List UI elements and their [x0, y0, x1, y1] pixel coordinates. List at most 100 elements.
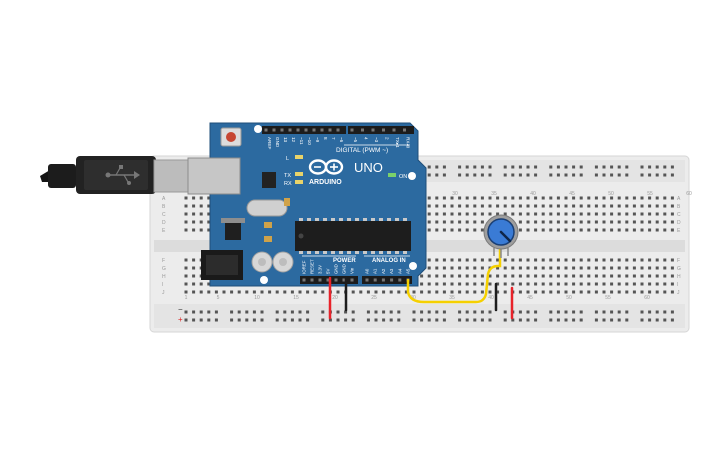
breadboard-hole[interactable] — [192, 290, 196, 294]
header-pin[interactable] — [310, 278, 314, 282]
breadboard-hole[interactable] — [587, 196, 591, 200]
breadboard-hole[interactable] — [192, 266, 196, 270]
breadboard-hole[interactable] — [480, 196, 484, 200]
rail-hole[interactable] — [465, 310, 469, 314]
breadboard-hole[interactable] — [579, 220, 583, 224]
breadboard-hole[interactable] — [594, 204, 598, 208]
rail-hole[interactable] — [579, 310, 583, 314]
breadboard-hole[interactable] — [572, 228, 576, 232]
breadboard-hole[interactable] — [587, 258, 591, 262]
rail-hole[interactable] — [290, 318, 294, 322]
breadboard-hole[interactable] — [518, 204, 522, 208]
breadboard-hole[interactable] — [655, 274, 659, 278]
rail-hole[interactable] — [207, 318, 211, 322]
breadboard-hole[interactable] — [648, 204, 652, 208]
rail-hole[interactable] — [465, 318, 469, 322]
rail-hole[interactable] — [435, 173, 439, 177]
breadboard-hole[interactable] — [572, 282, 576, 286]
rail-hole[interactable] — [374, 318, 378, 322]
header-pin[interactable] — [371, 128, 375, 132]
rail-hole[interactable] — [518, 310, 522, 314]
breadboard-hole[interactable] — [663, 204, 667, 208]
breadboard-hole[interactable] — [496, 282, 500, 286]
breadboard-hole[interactable] — [473, 204, 477, 208]
breadboard-hole[interactable] — [442, 212, 446, 216]
breadboard-hole[interactable] — [541, 282, 545, 286]
breadboard-hole[interactable] — [594, 196, 598, 200]
rail-hole[interactable] — [336, 318, 340, 322]
breadboard-hole[interactable] — [435, 290, 439, 294]
rail-hole[interactable] — [670, 173, 674, 177]
breadboard-hole[interactable] — [184, 196, 188, 200]
breadboard-hole[interactable] — [534, 220, 538, 224]
rail-hole[interactable] — [321, 310, 325, 314]
breadboard-hole[interactable] — [632, 274, 636, 278]
breadboard-hole[interactable] — [458, 282, 462, 286]
breadboard-hole[interactable] — [625, 290, 629, 294]
breadboard-hole[interactable] — [526, 212, 530, 216]
breadboard-hole[interactable] — [594, 258, 598, 262]
breadboard-hole[interactable] — [610, 282, 614, 286]
rail-hole[interactable] — [648, 173, 652, 177]
breadboard-hole[interactable] — [480, 220, 484, 224]
rail-hole[interactable] — [602, 165, 606, 169]
breadboard-hole[interactable] — [640, 274, 644, 278]
breadboard-hole[interactable] — [458, 266, 462, 270]
breadboard-hole[interactable] — [382, 290, 386, 294]
rail-hole[interactable] — [389, 310, 393, 314]
rail-hole[interactable] — [572, 173, 576, 177]
rail-hole[interactable] — [564, 165, 568, 169]
breadboard-hole[interactable] — [184, 220, 188, 224]
breadboard-hole[interactable] — [389, 290, 393, 294]
breadboard-hole[interactable] — [594, 274, 598, 278]
rail-hole[interactable] — [389, 318, 393, 322]
breadboard-hole[interactable] — [587, 228, 591, 232]
breadboard-hole[interactable] — [572, 212, 576, 216]
breadboard-hole[interactable] — [192, 282, 196, 286]
breadboard-hole[interactable] — [184, 228, 188, 232]
breadboard-hole[interactable] — [579, 274, 583, 278]
rail-hole[interactable] — [465, 173, 469, 177]
breadboard-hole[interactable] — [625, 266, 629, 270]
breadboard-hole[interactable] — [541, 204, 545, 208]
header-pin[interactable] — [312, 128, 316, 132]
rail-hole[interactable] — [625, 165, 629, 169]
breadboard-hole[interactable] — [450, 220, 454, 224]
breadboard-hole[interactable] — [640, 258, 644, 262]
breadboard-hole[interactable] — [442, 290, 446, 294]
rail-hole[interactable] — [480, 165, 484, 169]
breadboard-hole[interactable] — [640, 196, 644, 200]
breadboard-hole[interactable] — [450, 228, 454, 232]
rail-hole[interactable] — [572, 165, 576, 169]
rail-hole[interactable] — [534, 173, 538, 177]
breadboard-hole[interactable] — [351, 290, 355, 294]
rail-hole[interactable] — [564, 173, 568, 177]
rail-hole[interactable] — [192, 310, 196, 314]
breadboard-hole[interactable] — [526, 204, 530, 208]
breadboard-hole[interactable] — [488, 212, 492, 216]
header-pin[interactable] — [280, 128, 284, 132]
breadboard-hole[interactable] — [579, 204, 583, 208]
breadboard-hole[interactable] — [427, 204, 431, 208]
rail-hole[interactable] — [610, 173, 614, 177]
breadboard-hole[interactable] — [556, 258, 560, 262]
breadboard-hole[interactable] — [473, 290, 477, 294]
header-pin[interactable] — [334, 278, 338, 282]
breadboard-hole[interactable] — [442, 282, 446, 286]
breadboard-hole[interactable] — [640, 282, 644, 286]
breadboard-hole[interactable] — [465, 212, 469, 216]
rail-hole[interactable] — [655, 318, 659, 322]
breadboard-hole[interactable] — [663, 290, 667, 294]
rail-hole[interactable] — [427, 165, 431, 169]
breadboard-hole[interactable] — [648, 196, 652, 200]
breadboard-hole[interactable] — [283, 290, 287, 294]
rail-hole[interactable] — [290, 310, 294, 314]
rail-hole[interactable] — [564, 318, 568, 322]
rail-hole[interactable] — [480, 318, 484, 322]
rail-hole[interactable] — [382, 318, 386, 322]
rail-hole[interactable] — [442, 173, 446, 177]
breadboard-hole[interactable] — [473, 220, 477, 224]
rail-hole[interactable] — [442, 165, 446, 169]
breadboard-hole[interactable] — [670, 220, 674, 224]
breadboard-hole[interactable] — [518, 196, 522, 200]
